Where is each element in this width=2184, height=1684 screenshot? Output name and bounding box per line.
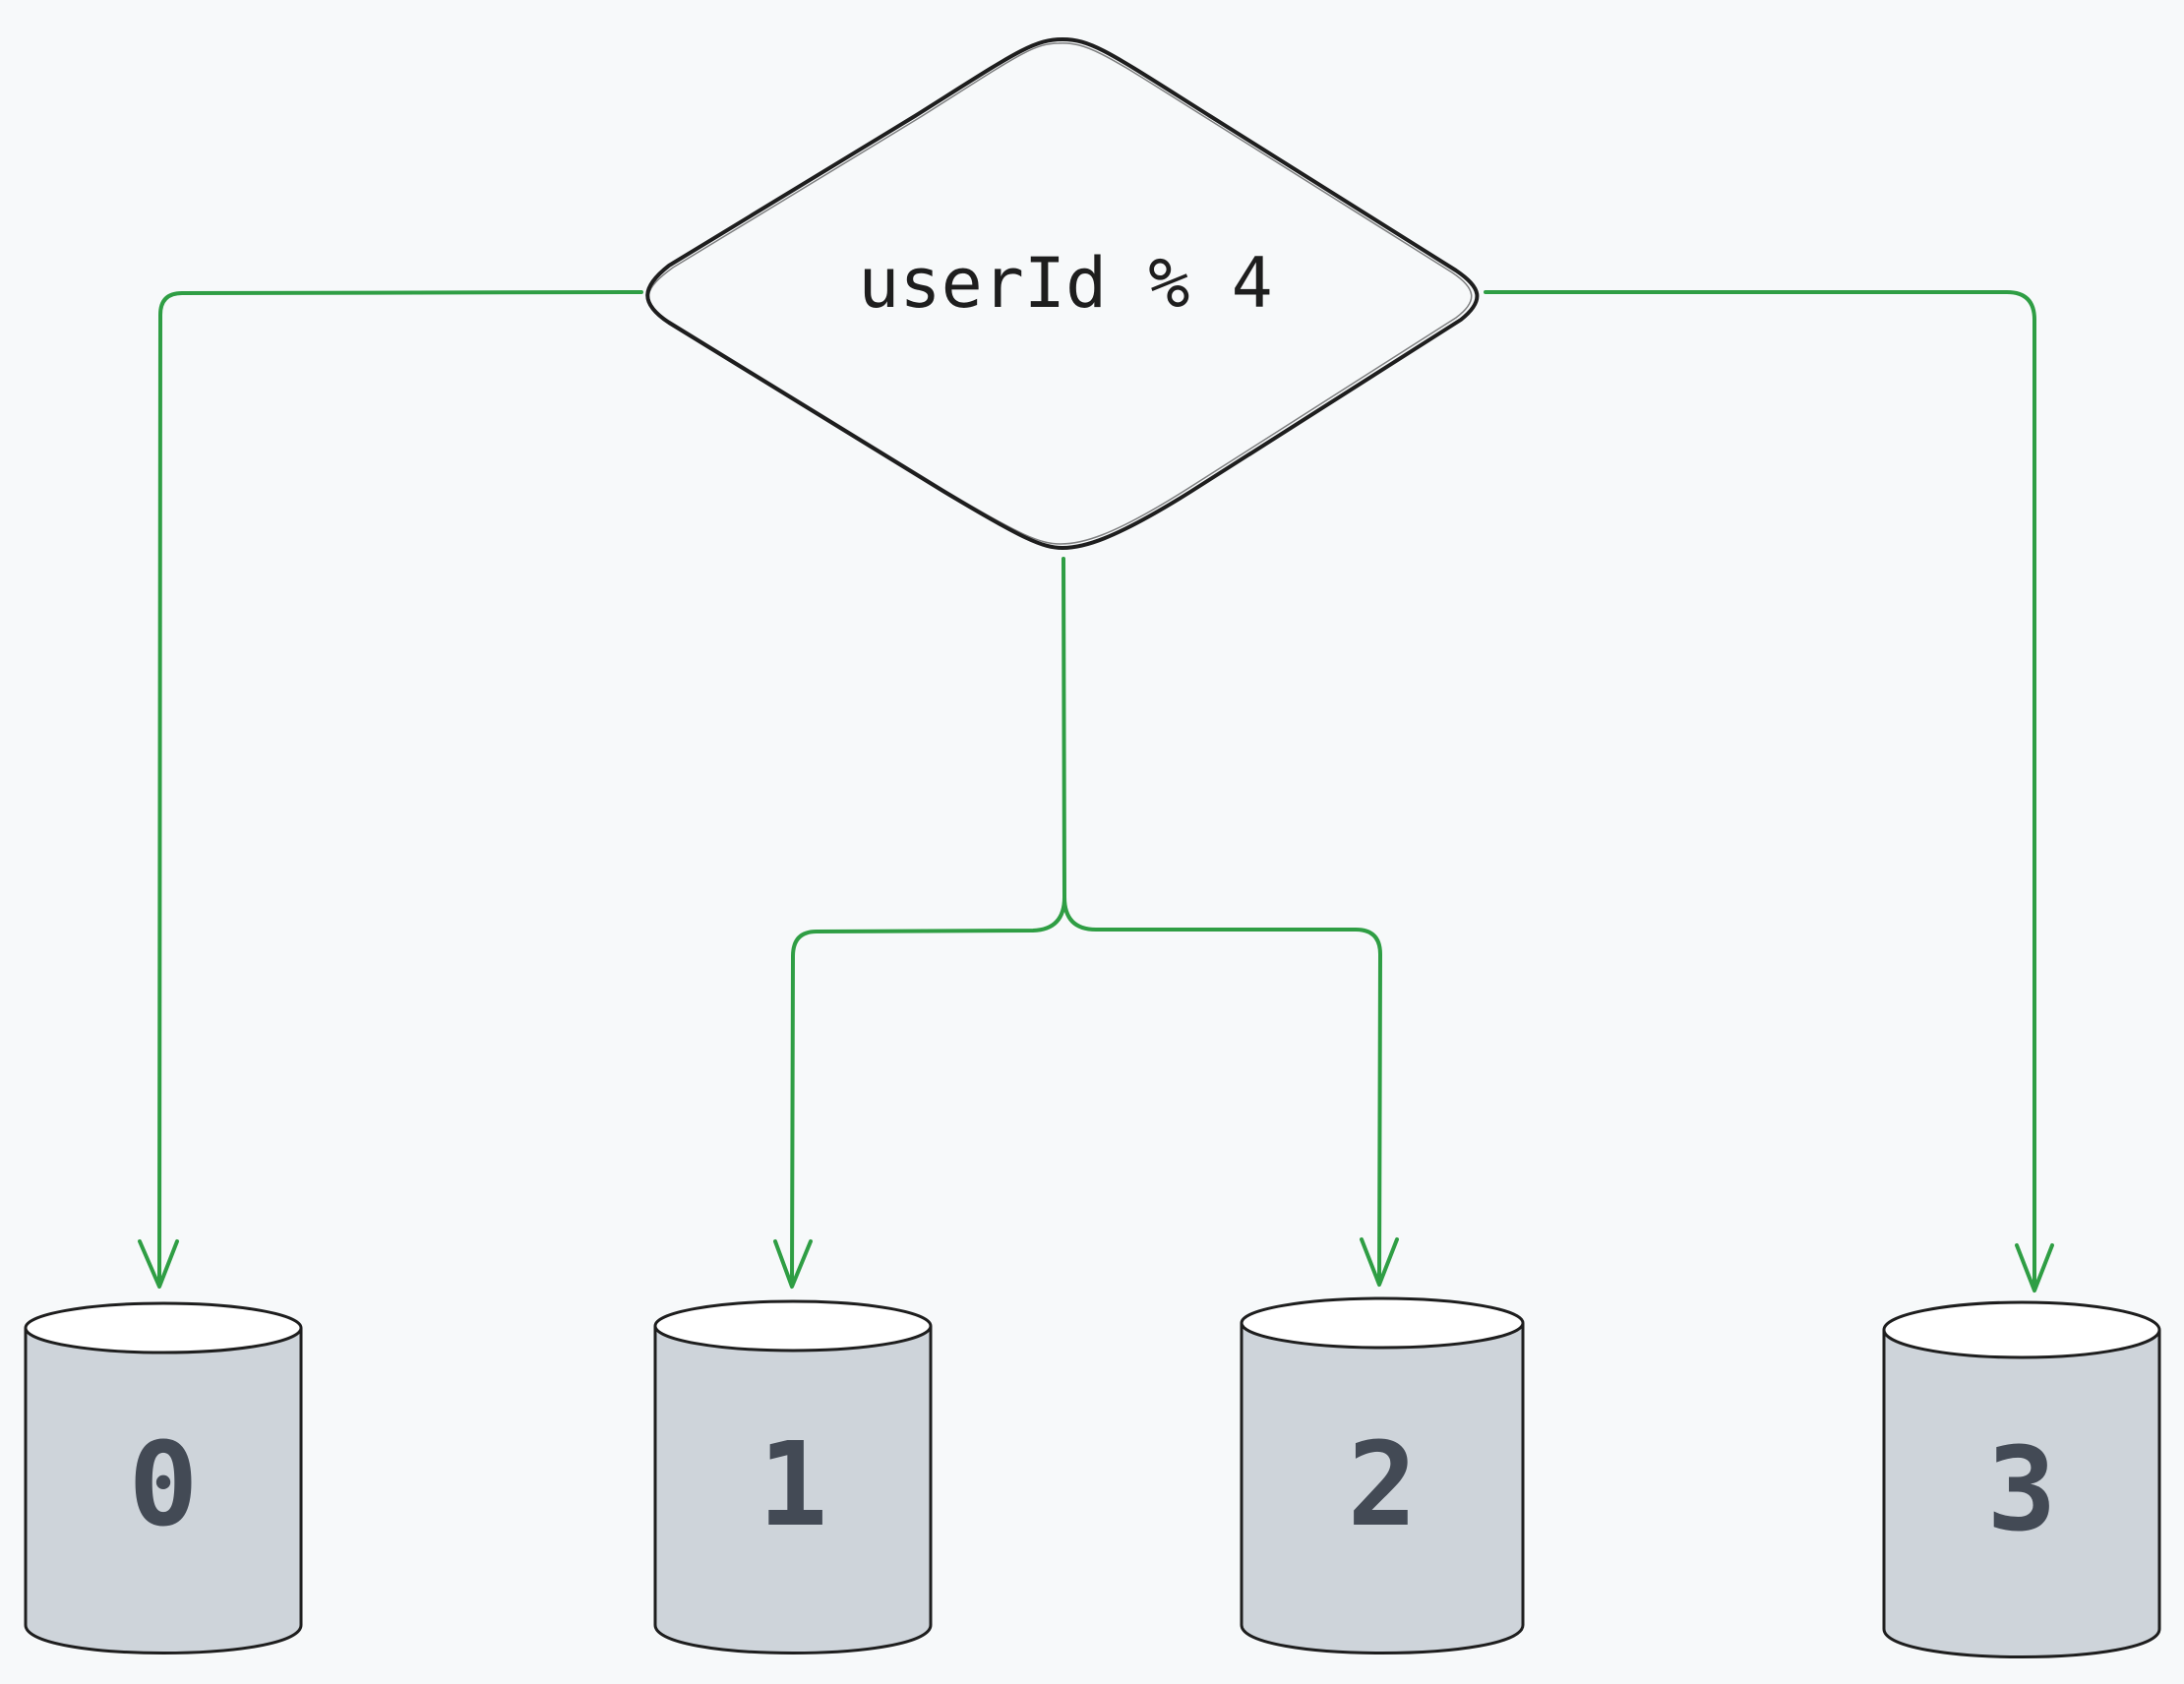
shard-2-label: 2 [1347, 1416, 1417, 1552]
shard-2-top [1240, 1296, 1525, 1350]
edge-trunk [1062, 557, 1066, 899]
edge-to-shard-1 [790, 895, 1066, 1286]
decision-label: userId % 4 [858, 243, 1272, 324]
shard-2[interactable]: 2 [1240, 1296, 1525, 1654]
decision-diamond-sketch [647, 42, 1473, 545]
shard-3-body [1882, 1330, 2161, 1658]
shard-2-body [1240, 1323, 1525, 1654]
edge-to-shard-0 [157, 290, 643, 1286]
edges [138, 290, 2054, 1293]
arrowhead-shard-1 [773, 1239, 813, 1289]
arrowhead-shard-0 [138, 1239, 179, 1289]
shard-1-body [653, 1326, 933, 1654]
shard-3-label: 3 [1986, 1421, 2056, 1557]
shard-0[interactable]: 0 [24, 1301, 303, 1654]
decision-node[interactable]: userId % 4 [645, 37, 1480, 550]
shard-3[interactable]: 3 [1882, 1300, 2161, 1658]
shard-1-top [653, 1299, 933, 1353]
decision-diamond [645, 37, 1480, 550]
edge-to-shard-3 [1484, 290, 2036, 1291]
shard-1-label: 1 [758, 1416, 827, 1552]
edge-to-shard-2 [1062, 895, 1382, 1286]
arrowhead-shard-3 [2015, 1243, 2054, 1293]
shard-0-label: 0 [128, 1416, 198, 1552]
shard-3-top [1882, 1300, 2161, 1359]
shard-0-top [24, 1301, 303, 1354]
shard-0-body [24, 1328, 303, 1654]
shard-1[interactable]: 1 [653, 1299, 933, 1654]
arrowhead-shard-2 [1360, 1237, 1399, 1287]
